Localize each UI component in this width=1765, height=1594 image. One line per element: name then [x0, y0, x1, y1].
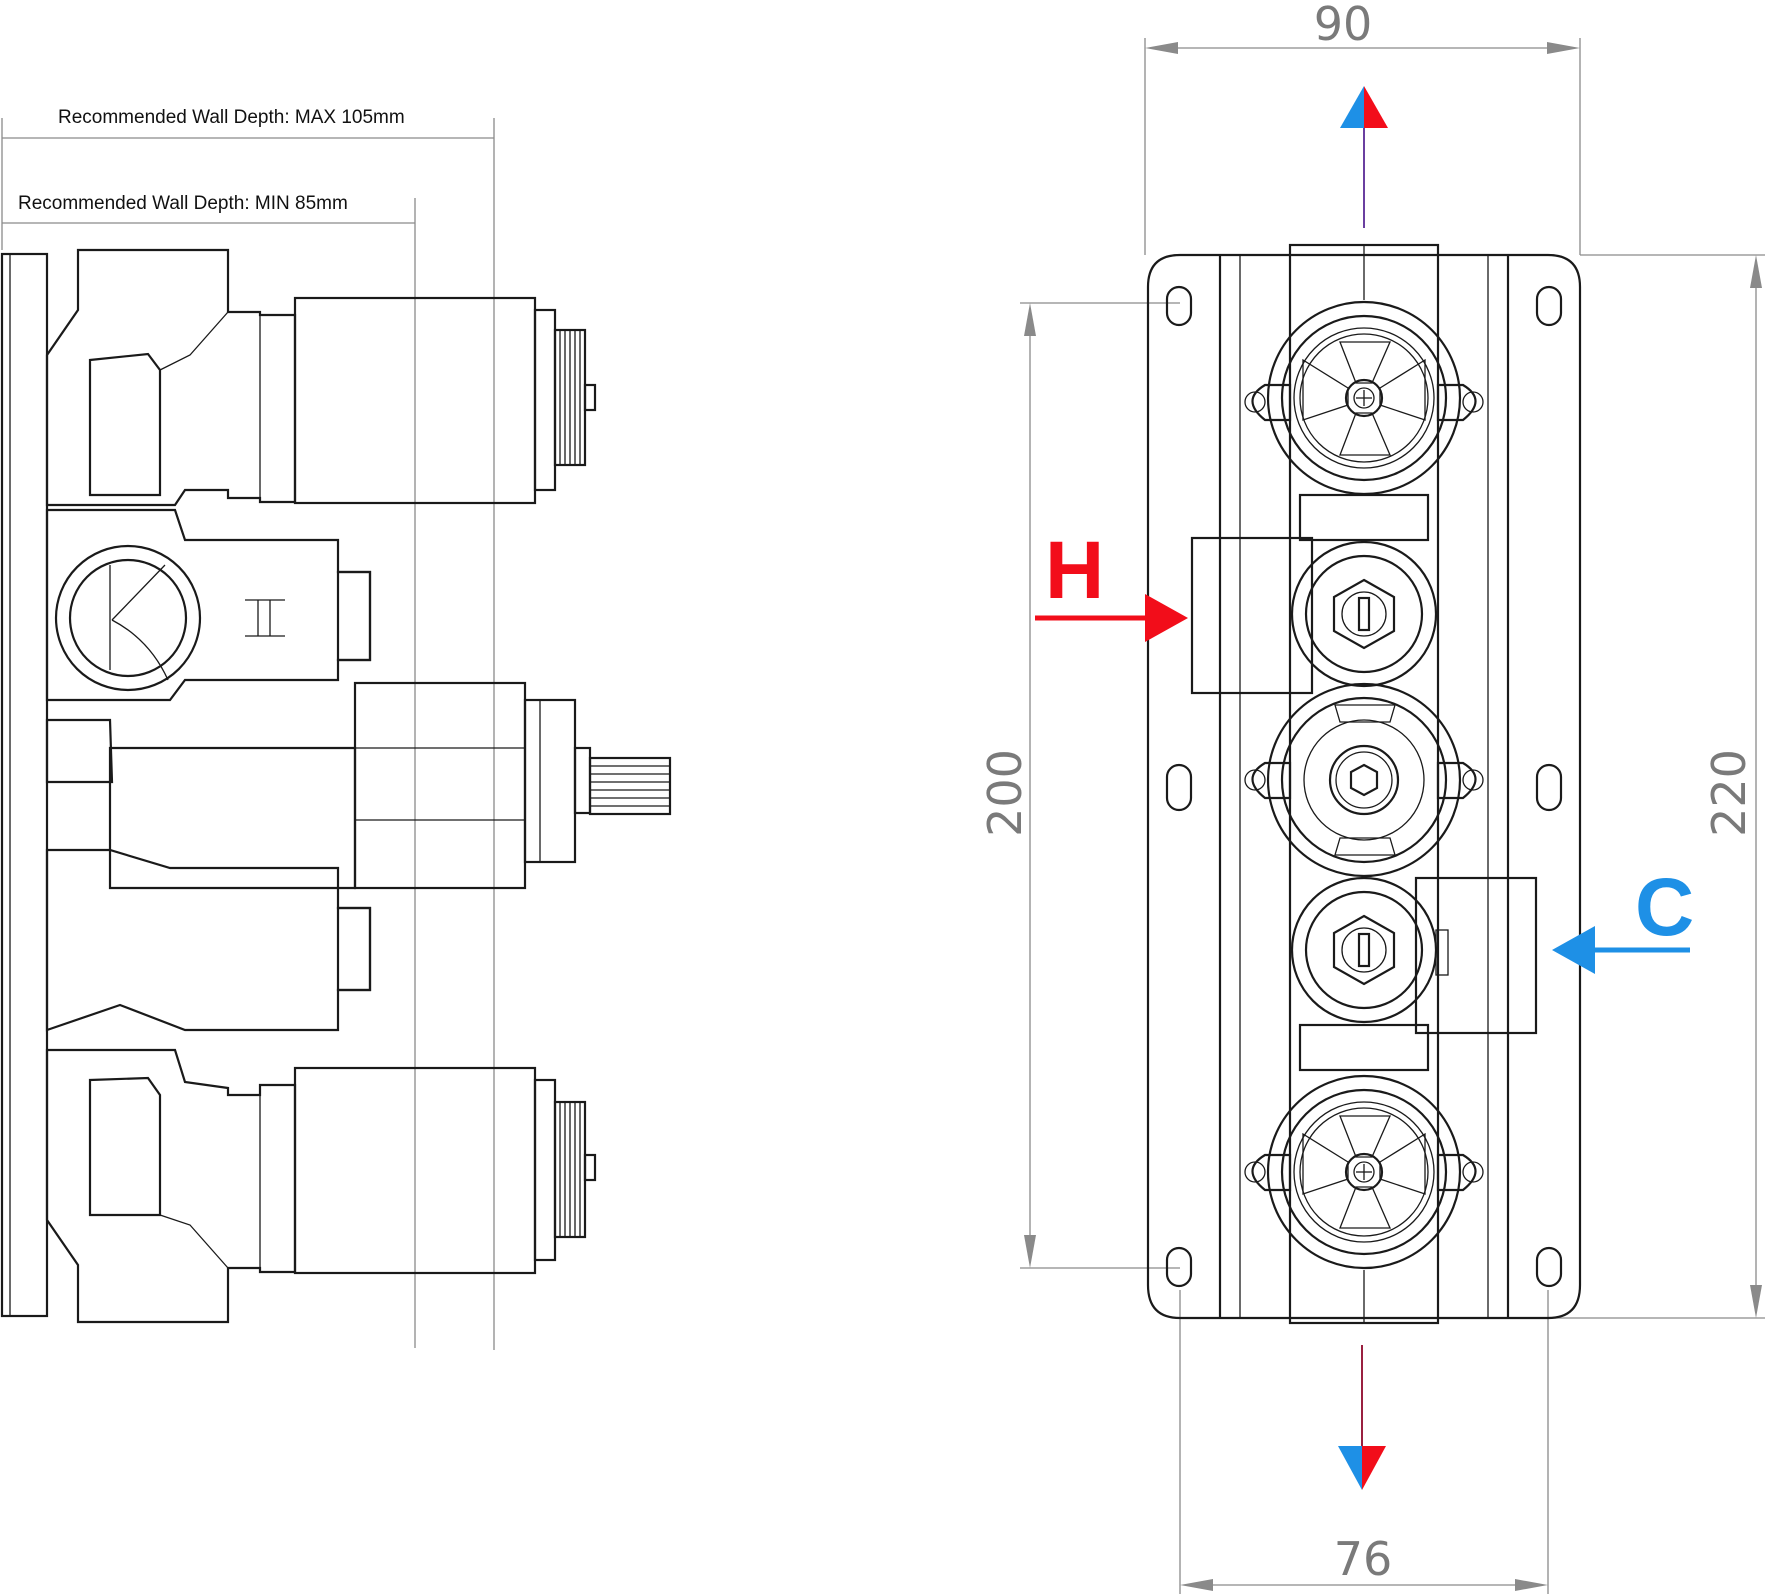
top-knurled-cap [553, 328, 597, 467]
height-dimension: 220 [1440, 254, 1765, 1319]
min-depth-label: Recommended Wall Depth: MIN 85mm [18, 193, 348, 214]
spline-spindle [588, 756, 672, 816]
max-depth-label: Recommended Wall Depth: MAX 105mm [58, 107, 405, 128]
hot-inlet-elbow [45, 508, 372, 702]
slot-spacing-dimension: 200 [978, 302, 1180, 1269]
cold-inlet-arrow [1552, 926, 1690, 974]
width-label: 90 [1314, 0, 1373, 51]
mounting-plate [1146, 253, 1582, 1320]
bottom-width-label: 76 [1334, 1532, 1393, 1586]
bottom-stop-valve-front [1244, 1074, 1484, 1270]
min-depth-dimension: Recommended Wall Depth: MIN 85mm [2, 193, 416, 1348]
bottom-outlet-arrow [1338, 1345, 1386, 1490]
bottom-knurled-cap [553, 1100, 597, 1239]
cold-label: C [1635, 862, 1694, 953]
slot-top-left [1165, 285, 1193, 327]
central-diverter-front [1244, 682, 1484, 878]
height-label: 220 [1702, 749, 1756, 837]
slot-mid-left [1165, 763, 1193, 812]
max-depth-dimension: Recommended Wall Depth: MAX 105mm [1, 107, 495, 1350]
cold-service-valve [1290, 876, 1449, 1024]
hot-service-valve [1290, 540, 1438, 688]
hot-inlet-arrow [1035, 594, 1188, 642]
slot-mid-right [1535, 763, 1563, 812]
side-view: Recommended Wall Depth: MAX 105mm Recomm… [0, 107, 672, 1350]
top-outlet-arrow [1340, 86, 1388, 228]
valve-body [1288, 243, 1440, 1325]
central-cartridge [45, 681, 672, 1032]
width-dimension: 90 [1144, 0, 1581, 255]
top-stop-valve [45, 248, 597, 507]
slot-bottom-right [1535, 1246, 1563, 1288]
slot-spacing-label: 200 [978, 749, 1032, 837]
bottom-width-dimension: 76 [1179, 1290, 1549, 1594]
h-marking [245, 599, 285, 637]
back-plate [0, 252, 49, 1318]
hot-label: H [1045, 525, 1104, 616]
front-view: 90 220 200 76 [978, 0, 1765, 1594]
bottom-stop-valve [45, 1048, 597, 1324]
cold-inlet-boss [1414, 876, 1538, 1035]
top-stop-valve-front [1244, 300, 1484, 496]
hot-inlet-boss [1190, 536, 1314, 695]
slot-bottom-left [1165, 1246, 1193, 1288]
slot-top-right [1535, 285, 1563, 327]
